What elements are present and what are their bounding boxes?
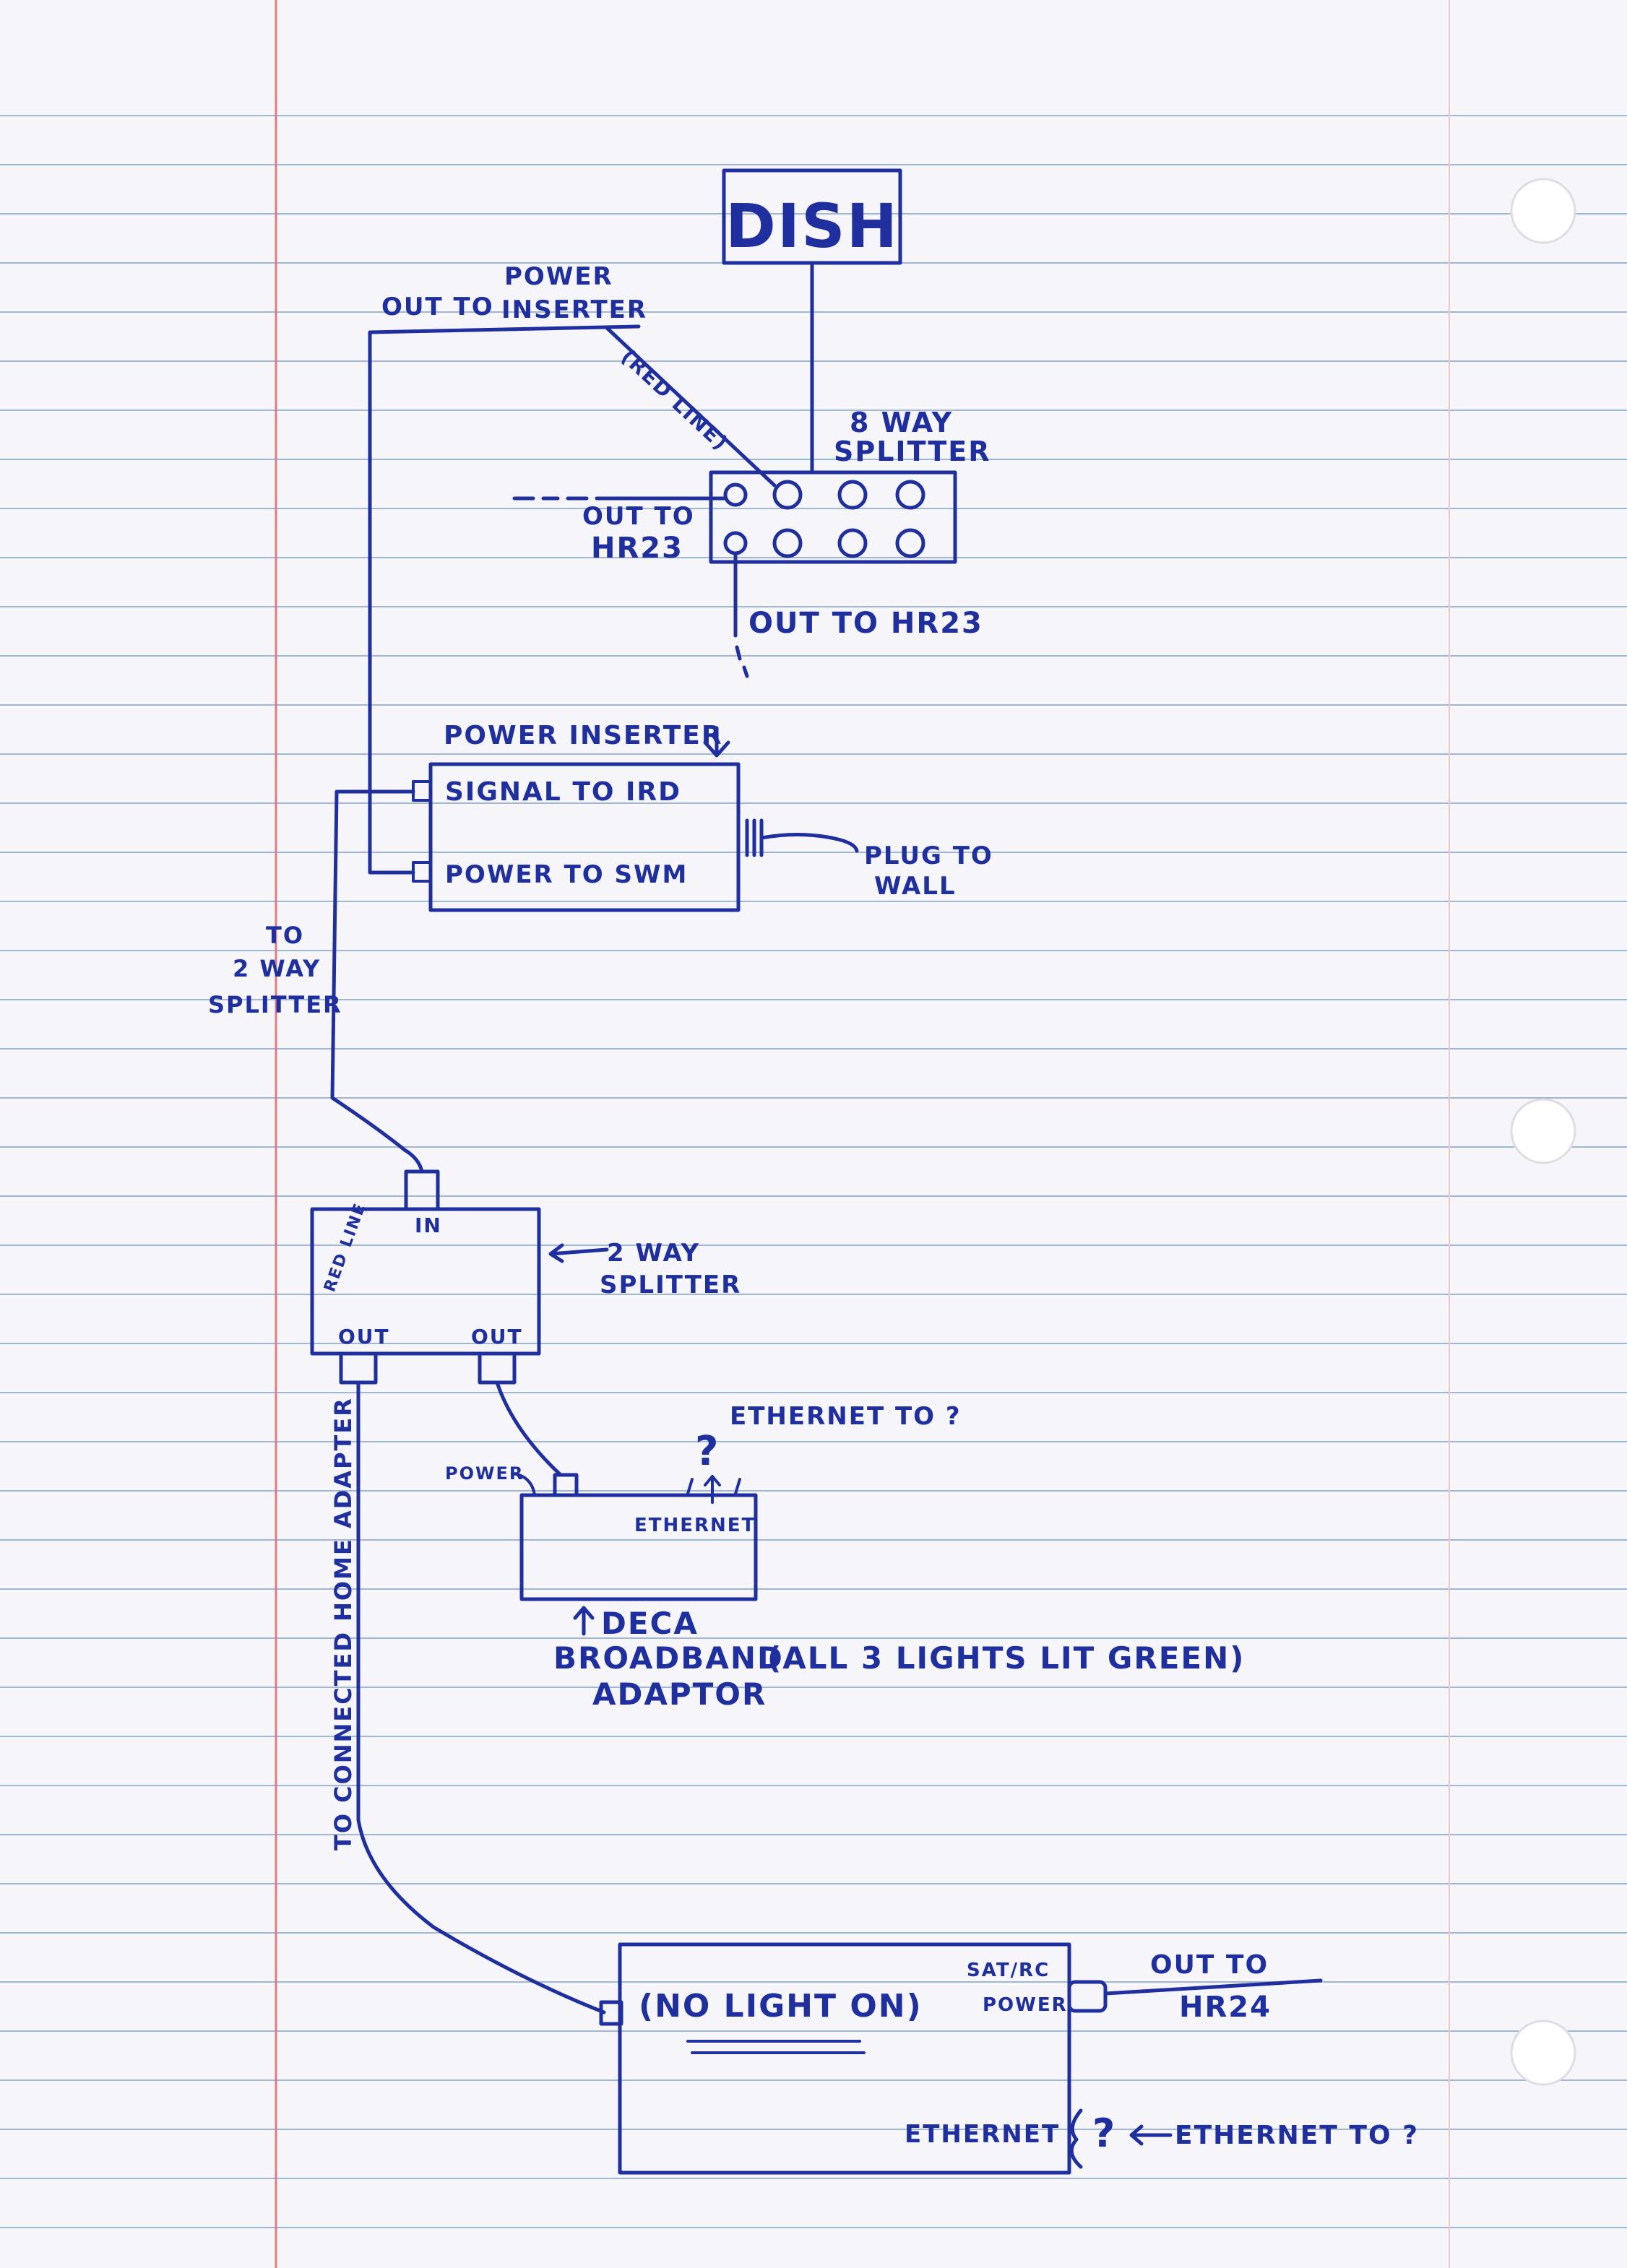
splitter8-label-2: SPLITTER (834, 436, 991, 467)
lights-green-label: (ALL 3 LIGHTS LIT GREEN) (767, 1640, 1245, 1676)
to-2way-2: 2 WAY (233, 955, 321, 982)
port-icon (772, 528, 803, 558)
cable-top-run (368, 324, 641, 334)
power-inserter-box (428, 762, 741, 912)
deca-label-2: BROADBAND (553, 1640, 784, 1676)
plug-label-2: WALL (874, 872, 957, 901)
ethernet-bracket (1069, 2108, 1083, 2169)
no-light-label: (NO LIGHT ON) (639, 1988, 923, 2025)
power-plug-cable (745, 818, 859, 857)
ruled-lines (0, 115, 1627, 2228)
out-hr24-2: HR24 (1179, 1991, 1272, 2024)
punch-hole-bottom (1510, 2020, 1576, 2086)
cha-out-port (1067, 1980, 1108, 2013)
out-left-label: OUT (338, 1325, 390, 1349)
splitter2-label-2: SPLITTER (600, 1271, 741, 1299)
out-to-pi-1: OUT TO (381, 293, 494, 321)
deca-label-1: DECA (601, 1606, 699, 1641)
ethernet-arrow-icon (686, 1475, 741, 1504)
splitter-ports (723, 480, 925, 558)
cha-in-port (599, 2000, 623, 2026)
splitter8-label-1: 8 WAY (850, 407, 953, 438)
to-2way-3: SPLITTER (208, 991, 342, 1018)
cable-out-hr23-down (733, 551, 749, 678)
2-way-splitter (310, 1207, 541, 1356)
arrow-icon (703, 726, 730, 758)
ethernet-small-label: ETHERNET (634, 1515, 756, 1536)
deca-power-cable (512, 1472, 536, 1497)
arrow-icon (1129, 2124, 1173, 2146)
underline-marks (686, 2040, 866, 2054)
in-label: IN (415, 1213, 442, 1237)
question-mark-bottom: ? (1092, 2111, 1116, 2156)
to-cha-label: TO CONNECTED HOME ADAPTER (329, 1397, 357, 1851)
question-mark: ? (695, 1428, 720, 1475)
cable-to-deca (495, 1380, 563, 1477)
out-to-pi-3: INSERTER (501, 295, 647, 324)
8-way-splitter (709, 470, 957, 564)
arrow-icon (548, 1243, 609, 1263)
power-small-label: POWER (445, 1463, 524, 1484)
out-hr23-bottom: OUT TO HR23 (748, 607, 983, 640)
cable-to-2way (330, 789, 424, 1174)
port-icon (895, 528, 925, 558)
port-icon (723, 482, 748, 507)
ethernet-to-label: ETHERNET TO ? (730, 1402, 962, 1431)
port-icon (837, 528, 868, 558)
red-line-cable (605, 326, 777, 488)
out-hr24-1: OUT TO (1150, 1950, 1269, 1980)
arrow-icon (573, 1606, 595, 1636)
sat-label-2: POWER (983, 1994, 1068, 2016)
out-hr23-left-2: HR23 (591, 532, 683, 565)
signal-to-ird-label: SIGNAL TO IRD (445, 777, 681, 807)
out-right-label: OUT (471, 1325, 523, 1349)
punch-hole-middle (1510, 1098, 1576, 1164)
sat-label-1: SAT/RC (967, 1960, 1050, 1981)
splitter2-label-1: 2 WAY (607, 1239, 700, 1268)
port-icon (895, 480, 925, 510)
to-2way-1: TO (266, 922, 304, 949)
plug-label-1: PLUG TO (864, 841, 993, 870)
power-inserter-label: POWER INSERTER (444, 721, 723, 750)
dish-label: DISH (725, 191, 899, 261)
connected-home-adapter-box (618, 1942, 1071, 2175)
port-icon (772, 480, 803, 510)
ethernet-bottom-label: ETHERNET (905, 2120, 1060, 2149)
punch-hole-top (1510, 178, 1576, 244)
out-hr23-left-1: OUT TO (582, 502, 695, 531)
cable-power-inserter (368, 330, 415, 875)
deca-adapter-box (519, 1493, 758, 1601)
cable-to-cha (356, 1380, 606, 2014)
port-power (412, 861, 432, 883)
out-to-pi-2: POWER (504, 262, 613, 291)
cable-out-hr24 (1103, 1978, 1323, 1996)
port-icon (837, 480, 868, 510)
ethernet-to-bottom-label: ETHERNET TO ? (1175, 2121, 1419, 2150)
power-to-swm-label: POWER TO SWM (445, 860, 688, 889)
deca-label-3: ADAPTOR (592, 1676, 767, 1712)
